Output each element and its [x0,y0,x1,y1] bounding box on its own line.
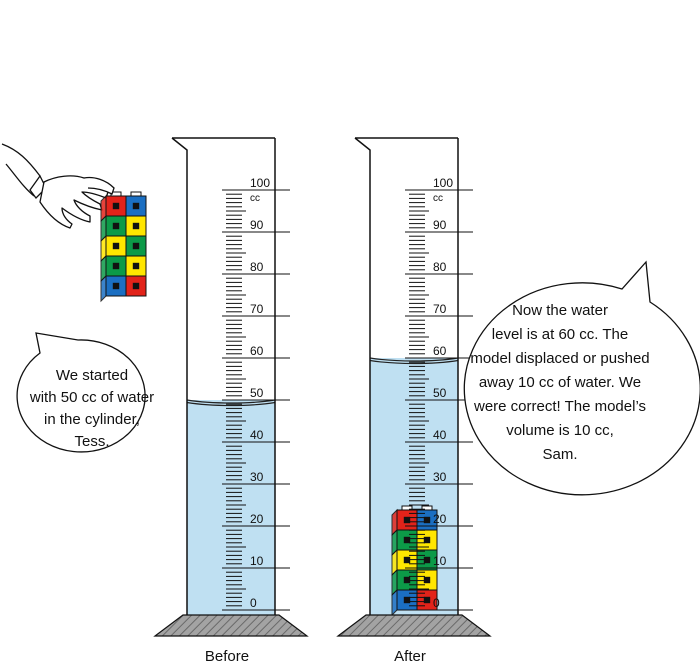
tick-label: 60 [433,344,447,358]
bubble-sam-line-3: model displaced or pushed [470,350,649,367]
cylinder-outline-after [354,137,459,615]
water-surface-after [369,357,459,365]
water-surface-before [186,399,276,407]
scale-after: 0 10 20 30 40 50 60 70 80 90 100 cc [405,176,473,611]
tick-label: 0 [433,596,440,610]
cube-stud [401,505,413,511]
speech-bubble-tess: We started with 50 cc of water in the cy… [16,332,154,453]
bubble-sam-line-4: away 10 cc of water. We [479,374,641,391]
cube-hole [403,556,411,564]
thumb [83,176,115,195]
speech-bubble-sam: Now the water level is at 60 cc. The mod… [463,260,700,496]
cube-hole [423,536,431,544]
cube-side [391,588,398,617]
cube-hole [132,222,140,230]
tick-label: 70 [433,302,447,316]
cube-stud [130,191,142,197]
cube-hole [112,202,120,210]
bubble-tess-line-1: We started [56,367,128,384]
cube-hole [423,596,431,604]
tick-label: 80 [250,260,264,274]
tick-label: 10 [250,554,264,568]
cube-hole [132,242,140,250]
cube-hole [132,282,140,290]
cube-model-submerged [391,505,438,617]
caption-before: Before [205,648,249,665]
water-before [187,400,275,615]
tick-label: 20 [250,512,264,526]
tick-label: 50 [250,386,264,400]
tick-label: 30 [433,470,447,484]
bubble-tess-line-4: Tess. [74,433,109,450]
cube-hole [112,242,120,250]
tick-label: 80 [433,260,447,274]
bubble-tess-line-2: with 50 cc of water [29,389,154,406]
cube-hole [423,556,431,564]
tick-label: 10 [433,554,447,568]
caption-after: After [394,648,426,665]
tick-label: 100 [250,176,270,190]
tick-label: 20 [433,512,447,526]
cube-hole [403,596,411,604]
cube-hole [112,262,120,270]
cube-hole [423,516,431,524]
tick-label: 90 [433,218,447,232]
cylinder-outline-before [171,137,276,615]
cube-stud [421,505,433,511]
cube-hole [423,576,431,584]
cube-hole [112,282,120,290]
tick-label: 50 [433,386,447,400]
bubble-sam-line-7: Sam. [542,446,577,463]
bubble-tess-line-3: in the cylinder, [44,411,140,428]
cylinder-after: 0 10 20 30 40 50 60 70 80 90 100 cc After [336,137,492,665]
cylinder-base-after [336,614,492,637]
sleeve [1,143,41,197]
cube-hole [132,202,140,210]
tick-label: 40 [433,428,447,442]
tick-label: 0 [250,596,257,610]
tick-label: 60 [250,344,264,358]
cylinder-before: 0 10 20 30 40 50 60 70 80 90 100 cc Before [153,137,309,665]
tick-label: 100 [433,176,453,190]
tick-label: 30 [250,470,264,484]
cube-hole [403,576,411,584]
cube-hole [403,536,411,544]
tick-label: 70 [250,302,264,316]
tick-label: 40 [250,428,264,442]
bubble-sam-line-1: Now the water [512,302,608,319]
cylinder-base-before [153,614,309,637]
cube-hole [403,516,411,524]
cube-hole [112,222,120,230]
bubble-sam-line-2: level is at 60 cc. The [492,326,628,343]
bubble-sam-line-6: volume is 10 cc, [506,422,614,439]
bubble-sam-shape [463,260,700,496]
unit-label: cc [433,193,443,204]
hand-holding-model [1,143,147,303]
cube-side [100,274,107,303]
tick-label: 90 [250,218,264,232]
cube-hole [132,262,140,270]
cube-model-held [100,191,147,303]
scale-before: 0 10 20 30 40 50 60 70 80 90 100 cc [222,176,290,611]
unit-label: cc [250,193,260,204]
bubble-sam-line-5: were correct! The model’s [473,398,646,415]
bubble-tess-shape [16,332,146,453]
